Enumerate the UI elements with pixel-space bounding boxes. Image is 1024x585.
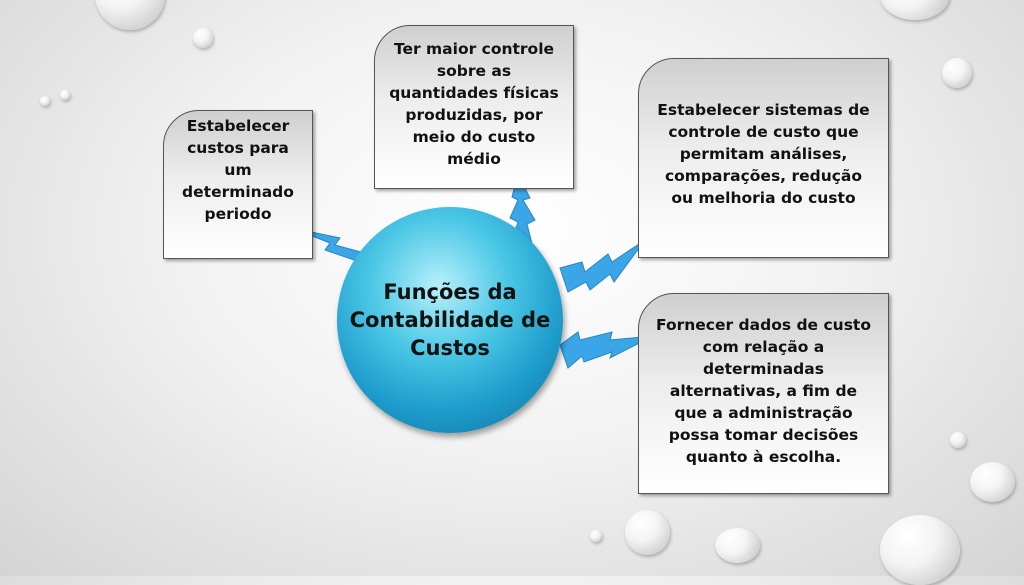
callout-line: quantidades físicas [389,84,559,102]
callout-line: determinadas [703,360,824,378]
callout-line: quanto à escolha. [685,448,842,466]
callout-line: custos para [187,139,289,157]
callout-line: médio [447,150,501,168]
water-drop [590,530,602,542]
lightning-bolt-right-bottom [559,331,654,369]
water-drop [942,58,972,88]
callout-box-sistemas: Estabelecer sistemas de controle de cust… [638,58,889,258]
callout-line: Estabelecer sistemas de [657,101,870,119]
callout-line: determinado [182,183,294,201]
callout-line: meio do custo [412,128,536,146]
callout-line: com relação a [702,338,825,356]
callout-line: produzidas, por [405,106,543,124]
water-drop [193,28,213,48]
callout-line: Estabelecer [186,117,290,135]
callout-box-periodo: Estabelecer custos para um determinado p… [163,110,313,259]
water-drop [625,510,670,555]
callout-line: sobre as [436,62,512,80]
water-drop [60,90,70,100]
center-title-line: Funções da [383,280,517,304]
water-drop [880,0,950,20]
callout-line: controle de custo que [668,123,859,141]
callout-line: periodo [204,205,272,223]
callout-box-controle: Ter maior controle sobre as quantidades … [374,25,574,189]
callout-line: permitam análises, [679,145,848,163]
center-title-line: Contabilidade de [349,308,551,332]
center-sphere: Funções da Contabilidade de Custos [337,207,563,433]
water-drop [970,462,1015,502]
water-drop [40,96,50,106]
callout-line: Fornecer dados de custo [656,316,871,334]
callout-line: comparações, redução [664,167,863,185]
lightning-bolt-right-top [559,239,646,293]
water-drop [715,528,760,563]
callout-line: alternativas, a fim de [669,382,858,400]
water-drop [950,432,966,448]
callout-line: ou melhoria do custo [671,189,856,207]
water-drop [880,515,960,585]
callout-line: que a administração [674,404,853,422]
callout-line: um [224,161,252,179]
callout-line: possa tomar decisões [668,426,859,444]
callout-box-dados: Fornecer dados de custo com relação a de… [638,293,889,494]
callout-line: Ter maior controle [393,40,555,58]
center-title-line: Custos [410,336,490,360]
